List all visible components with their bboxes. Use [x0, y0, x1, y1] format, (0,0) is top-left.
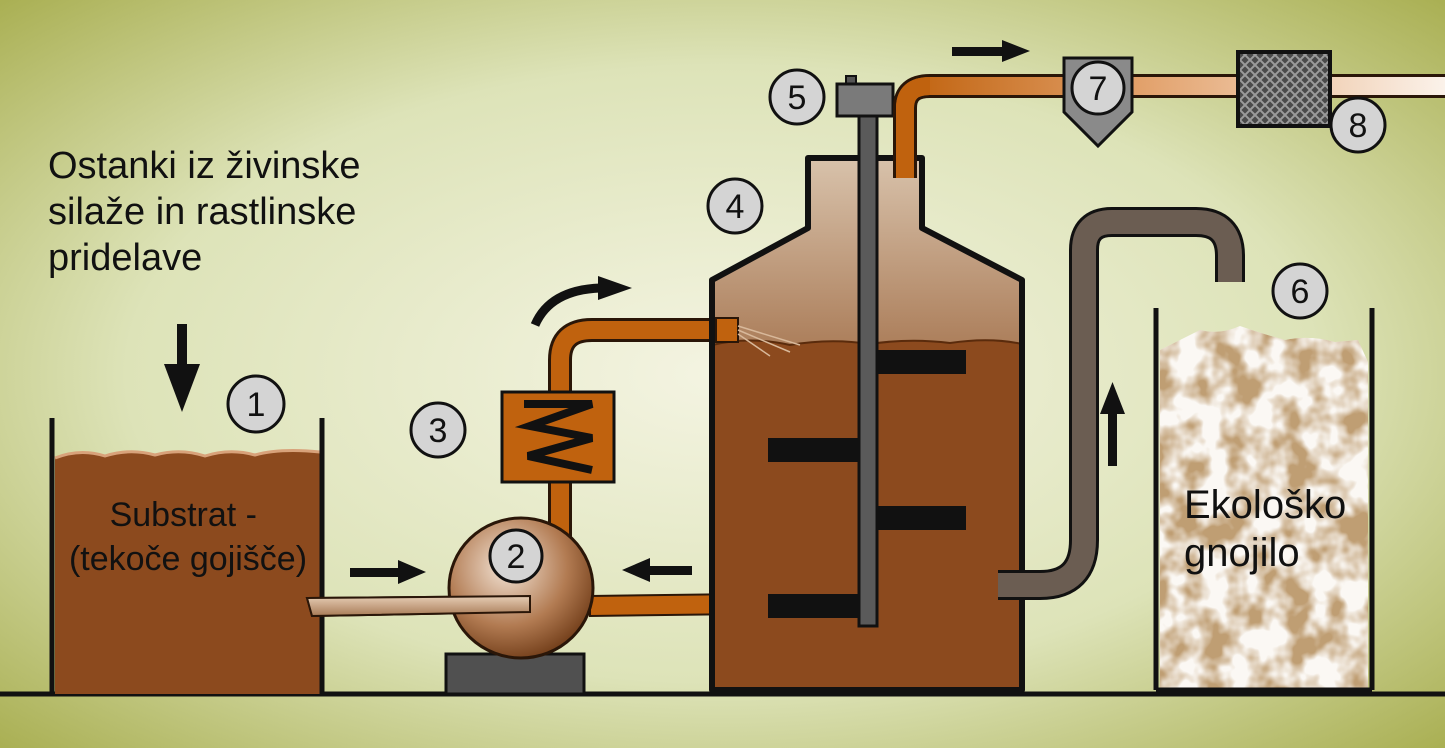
right-arrow-icon: [350, 560, 426, 584]
fertilizer-label: Ekološko gnojilo: [1184, 483, 1357, 575]
gas-pipe-bend: [896, 77, 931, 178]
substrate-label: Substrat - (tekoče gojišče): [69, 496, 307, 578]
pump: [447, 516, 595, 660]
agitator-motor: [835, 75, 895, 118]
spray-nozzle: [715, 317, 801, 357]
marker-1: 1: [226, 374, 286, 434]
pump-base: [444, 652, 586, 696]
baffle-right-bottom: [878, 506, 966, 530]
substrate-line-1: Substrat -: [110, 496, 257, 534]
marker-5: 5: [768, 68, 826, 126]
baffle-right-top: [878, 350, 966, 374]
agitator-shaft: [857, 108, 879, 628]
input-line-1: Ostanki iz živinske: [48, 145, 361, 187]
outlet-pipe: [998, 210, 1242, 597]
marker-6: 6: [1271, 262, 1329, 320]
marker-3: 3: [409, 401, 467, 459]
marker-6-label: 6: [1291, 273, 1310, 311]
fertilizer-line-1: Ekološko: [1184, 483, 1346, 527]
input-line-2: silaže in rastlinske: [48, 191, 356, 233]
heat-exchanger: [500, 390, 616, 484]
filter-mesh-icon: [1236, 50, 1332, 128]
curved-arrow-icon: [530, 276, 632, 327]
down-arrow-icon: [164, 324, 200, 412]
marker-1-label: 1: [247, 386, 266, 424]
input-description: Ostanki iz živinske silaže in rastlinske…: [48, 145, 371, 279]
marker-5-label: 5: [788, 79, 807, 117]
right-arrow-icon: [952, 40, 1030, 62]
feed-pipe-inlet: [305, 594, 531, 618]
baffle-left-middle: [768, 438, 864, 462]
fertilizer-line-2: gnojilo: [1184, 531, 1300, 575]
left-arrow-icon: [622, 558, 692, 582]
substrate-line-2: (tekoče gojišče): [69, 540, 307, 578]
fertilizer-container: [1153, 308, 1375, 693]
heat-exchanger-zigzag-icon: [514, 400, 594, 474]
marker-8: 8: [1329, 96, 1387, 154]
up-arrow-icon: [1100, 382, 1125, 466]
baffle-left-bottom: [768, 594, 864, 618]
marker-7-label: 7: [1089, 70, 1108, 108]
input-line-3: pridelave: [48, 237, 202, 279]
substrate-container: [49, 418, 325, 694]
marker-8-label: 8: [1349, 107, 1368, 145]
marker-2: 2: [488, 528, 544, 584]
marker-3-label: 3: [429, 412, 448, 450]
heating-pipe: [551, 321, 735, 540]
marker-4: 4: [706, 177, 764, 235]
marker-4-label: 4: [726, 188, 745, 226]
marker-2-label: 2: [507, 538, 526, 576]
marker-7: 7: [1070, 60, 1126, 116]
